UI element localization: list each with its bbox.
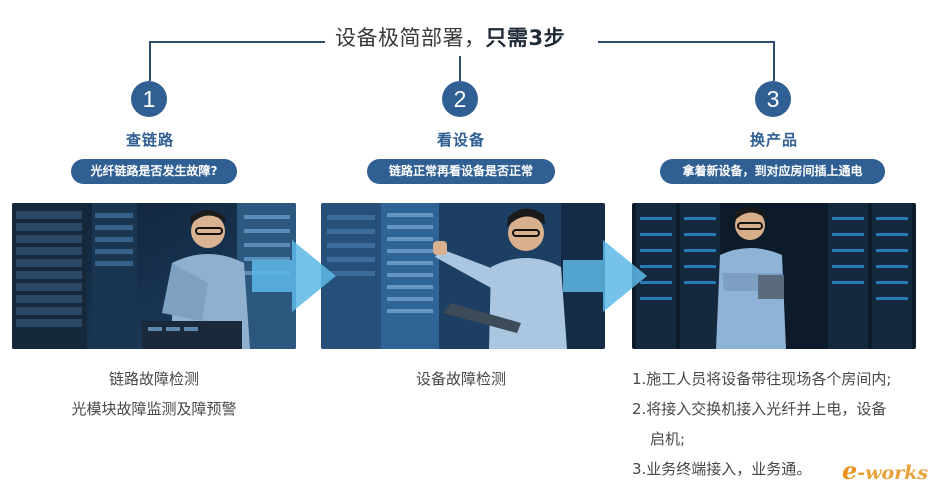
- engineer-datacenter-photo: [632, 203, 916, 349]
- step-2-caption: 设备故障检测: [351, 364, 571, 394]
- step-1-caption: 链路故障检测 光模块故障监测及障预警: [44, 364, 264, 424]
- step-1-number: 1: [131, 81, 167, 117]
- step-3-number: 3: [755, 81, 791, 117]
- step-1-question: 光纤链路是否发生故障?: [71, 159, 237, 184]
- bracket-line-left: [149, 41, 325, 43]
- bracket-line-center-drop: [459, 56, 461, 81]
- technician-photo: [12, 203, 296, 349]
- step-2-title: 看设备: [436, 131, 485, 149]
- step-1-caption-line: 光模块故障监测及障预警: [71, 400, 237, 418]
- step-3-caption-line: 3.业务终端接入，业务通。: [632, 460, 812, 478]
- step-1-title: 查链路: [125, 131, 174, 149]
- step-3-question: 拿着新设备，到对应房间插上通电: [660, 159, 885, 184]
- flow-arrow-icon: [563, 240, 647, 312]
- step-2-question: 链路正常再看设备是否正常: [367, 159, 555, 184]
- step-2-caption-line: 设备故障检测: [415, 370, 506, 388]
- logo-e: e: [842, 456, 858, 485]
- step-2-number: 2: [442, 81, 478, 117]
- flow-arrow-icon: [252, 240, 336, 312]
- title-prefix: 设备极简部署，: [335, 26, 486, 50]
- bracket-line-right: [598, 41, 775, 43]
- step-3-caption-line: 1.施工人员将设备带往现场各个房间内;: [632, 370, 892, 388]
- step-3-caption-line: 启机;: [650, 430, 686, 448]
- step-1-caption-line: 链路故障检测: [108, 370, 199, 388]
- page-title: 设备极简部署，只需3步: [335, 22, 565, 54]
- step-3-caption-line: 2.将接入交换机接入光纤并上电，设备: [632, 400, 887, 418]
- title-emphasis: 只需3步: [485, 26, 566, 50]
- step-3-caption: 1.施工人员将设备带往现场各个房间内; 2.将接入交换机接入光纤并上电，设备 启…: [632, 364, 922, 484]
- step-3-title: 换产品: [749, 131, 798, 149]
- eworks-logo: e-works: [842, 456, 928, 485]
- bracket-line-left-drop: [149, 41, 151, 81]
- logo-rest: -works: [857, 462, 929, 484]
- bracket-line-right-drop: [773, 41, 775, 81]
